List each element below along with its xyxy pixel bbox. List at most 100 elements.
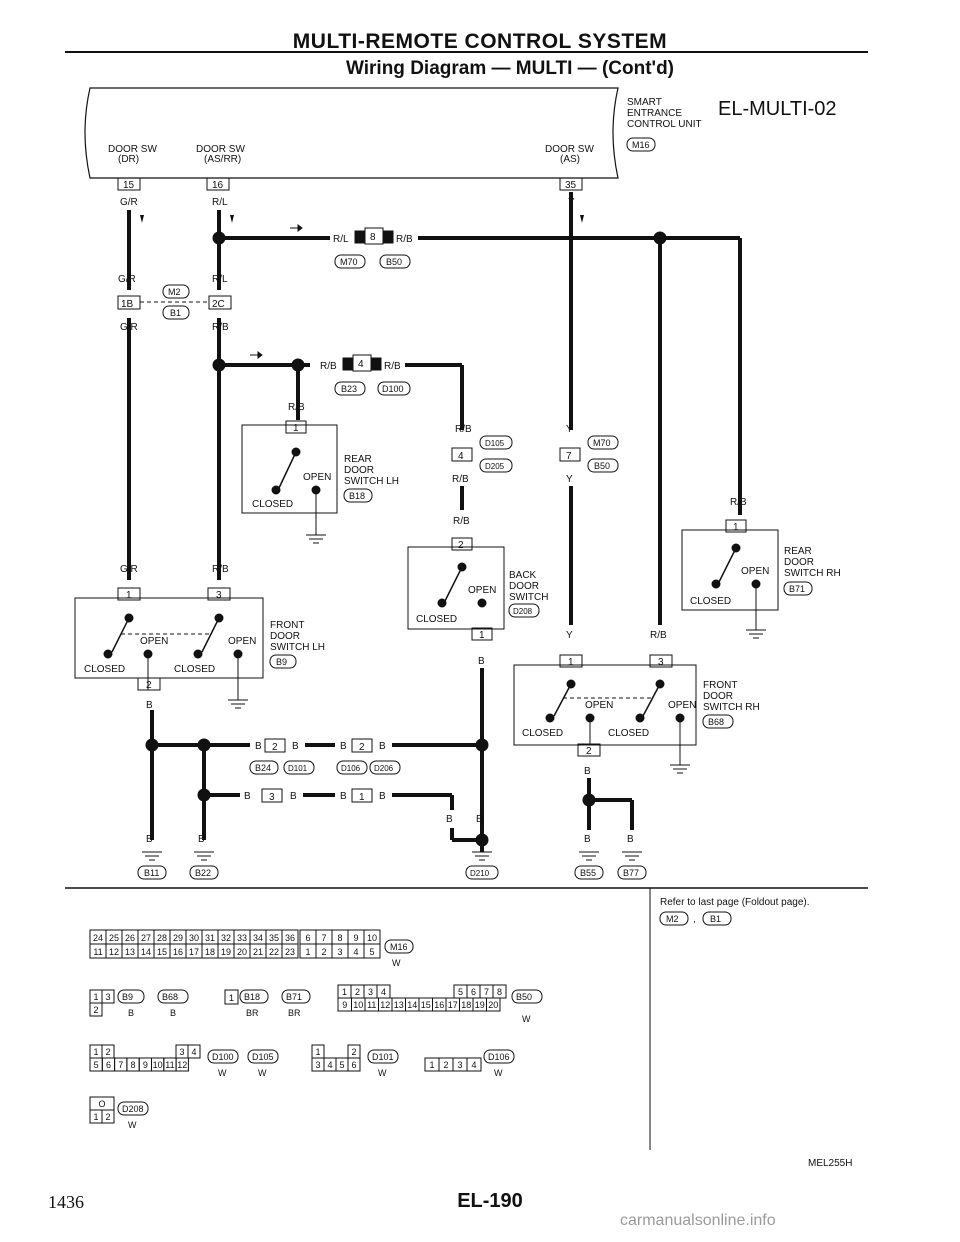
connector-m70-1: M70 — [334, 254, 366, 269]
svg-text:1: 1 — [293, 423, 299, 434]
pin-cell-label: 8 — [131, 1060, 136, 1070]
svg-text:B77: B77 — [623, 868, 639, 878]
svg-text:16: 16 — [212, 180, 224, 191]
wire-rl-2: R/L — [333, 234, 349, 245]
wire-b-1: B — [478, 656, 485, 667]
ground-b11: B B11 — [137, 834, 167, 880]
door-sw-asrr-label: DOOR SW — [196, 144, 245, 155]
rear-lh-label-3: SWITCH LH — [344, 476, 399, 487]
pin-cell-label: 29 — [173, 933, 183, 943]
pin-cell-label: 5 — [458, 987, 463, 997]
pin-3-d101: 3 — [261, 788, 283, 803]
connector-b18-legend — [239, 989, 269, 1004]
svg-text:1: 1 — [479, 630, 485, 641]
svg-text:B55: B55 — [580, 868, 596, 878]
pin-cell-label: 4 — [327, 1060, 332, 1070]
wire-rb-8: R/B — [453, 516, 470, 527]
connector-d208-legend-label: D208 — [122, 1104, 144, 1114]
wire-rb-11: R/B — [650, 630, 667, 641]
pin-1-front-lh: 1 — [117, 587, 141, 601]
connector-d205: D205 — [479, 458, 513, 473]
ground-d210: D210 — [465, 846, 499, 880]
pin-cell-label: 3 — [368, 987, 373, 997]
wire-y-2: Y — [566, 424, 573, 435]
pin-cell-label: 17 — [448, 1000, 458, 1010]
connector-b68-legend-label: B68 — [162, 992, 178, 1002]
pin-cell-label: 2 — [105, 1112, 110, 1122]
svg-text:B: B — [198, 834, 205, 845]
svg-text:B9: B9 — [276, 657, 287, 667]
wire-b-5: B — [340, 741, 347, 752]
state-closed: CLOSED — [522, 728, 563, 739]
pin-cell-label: 9 — [353, 933, 358, 943]
svg-text:B18: B18 — [349, 491, 365, 501]
svg-text:2C: 2C — [212, 299, 225, 310]
connector-b50-2: B50 — [587, 458, 619, 473]
pin-cell — [101, 989, 115, 1004]
pin-4-b: 4 — [451, 447, 473, 462]
pin-1-front-rh: 1 — [559, 654, 583, 668]
state-open: OPEN — [140, 636, 168, 647]
svg-text:2: 2 — [359, 742, 365, 753]
svg-text:15: 15 — [123, 180, 135, 191]
wire-rl-1: R/L — [212, 197, 228, 208]
pin-cell-label: 7 — [321, 933, 326, 943]
pin-cell-label: 19 — [221, 947, 231, 957]
pin-cell-label: 20 — [488, 1000, 498, 1010]
pin-2c: 2C — [208, 295, 232, 310]
connector-d105-legend-label: D105 — [252, 1052, 274, 1062]
rear-door-rh-box — [681, 529, 779, 611]
state-closed: CLOSED — [416, 614, 457, 625]
svg-text:M16: M16 — [632, 140, 650, 150]
pin-cell-label: 6 — [471, 987, 476, 997]
wire-gr-2: G/R — [118, 274, 136, 285]
connector-m16-top: M16 — [626, 137, 656, 152]
front-rh-label-2: DOOR — [703, 691, 733, 702]
pin-cell — [281, 943, 299, 959]
pin-cell-label: 10 — [367, 933, 377, 943]
back-label-1: BACK — [509, 570, 537, 581]
svg-text:8: 8 — [370, 232, 376, 243]
svg-text:B11: B11 — [144, 868, 159, 878]
rear-rh-label-1: REAR — [784, 546, 812, 557]
svg-text:2: 2 — [272, 742, 278, 753]
pin-cell-label: 1 — [342, 987, 347, 997]
connector-b23: B23 — [334, 381, 366, 396]
pin-cell — [101, 1109, 115, 1124]
svg-text:M2: M2 — [168, 287, 181, 297]
pin-7: 7 — [559, 447, 581, 462]
pin-cell-label: 34 — [253, 933, 263, 943]
pin-cell-label: 1 — [93, 992, 98, 1002]
back-label-2: DOOR — [509, 581, 539, 592]
connector-m2: M2 — [162, 284, 190, 299]
pin-16: 16 — [206, 177, 230, 191]
pin-cell-label: 2 — [93, 1005, 98, 1015]
connector-d101: D101 — [283, 760, 315, 775]
rear-door-lh-box — [241, 424, 338, 514]
connector-d208-legend — [117, 1101, 149, 1116]
pin-3-front-lh: 3 — [207, 587, 231, 601]
state-closed: CLOSED — [174, 664, 215, 675]
state-open: OPEN — [468, 585, 496, 596]
pin-cell-label: 27 — [141, 933, 151, 943]
door-sw-as-label2: (AS) — [560, 154, 580, 165]
svg-text:B50: B50 — [594, 461, 610, 471]
pin-cell — [187, 1044, 201, 1059]
pin-cell-label: 1 — [315, 1047, 320, 1057]
front-door-lh-box — [74, 597, 264, 679]
pin-cell-label: 8 — [337, 933, 342, 943]
legend-color: W — [378, 1068, 387, 1078]
ground-b55: B B55 — [574, 834, 604, 880]
wire-y-4: Y — [566, 630, 573, 641]
state-open: OPEN — [585, 700, 613, 711]
legend-color: W — [218, 1068, 227, 1078]
legend-color: B — [128, 1008, 134, 1018]
wire-gr-3: G/R — [120, 322, 138, 333]
pin-cell-label: 4 — [381, 987, 386, 997]
wire-rb-6: R/B — [455, 424, 472, 435]
svg-text:,: , — [693, 914, 696, 925]
pin-cell-label: 5 — [94, 1060, 99, 1070]
state-closed: CLOSED — [608, 728, 649, 739]
pin-2-front-lh: 2 — [137, 677, 161, 691]
